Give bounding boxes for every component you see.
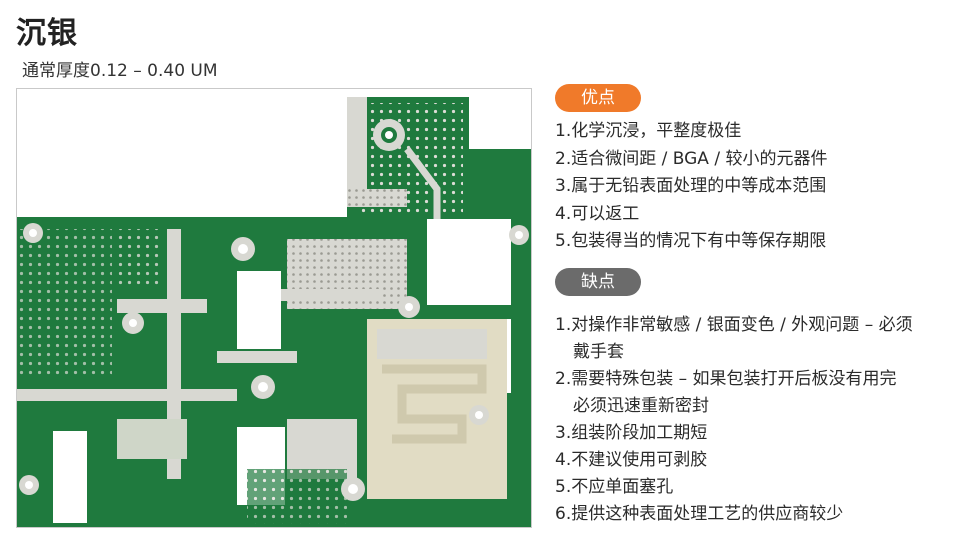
list-item: 3.组装阶段加工期短 xyxy=(555,423,708,443)
list-item: 5.包装得当的情况下有中等保存期限 xyxy=(555,231,827,251)
pros-badge: 优点 xyxy=(555,84,641,112)
pcb-photo xyxy=(16,88,532,528)
list-item: 1.对操作非常敏感 / 银面变色 / 外观问题 – 必须 戴手套 xyxy=(555,312,975,366)
list-item-line: 1.对操作非常敏感 / 银面变色 / 外观问题 – 必须 xyxy=(555,315,913,335)
cons-list: 1.对操作非常敏感 / 银面变色 / 外观问题 – 必须 戴手套 2.需要特殊包… xyxy=(555,312,975,528)
pros-list: 1.化学沉浸，平整度极佳 2.适合微间距 / BGA / 较小的元器件 3.属于… xyxy=(555,118,827,256)
list-item: 4.可以返工 xyxy=(555,203,640,224)
list-item: 5.不应单面塞孔 xyxy=(555,477,674,497)
list-item-line: 2.需要特殊包装 – 如果包装打开后板没有用完 xyxy=(555,369,897,389)
list-item: 1.化学沉浸，平整度极佳 xyxy=(555,121,742,141)
cons-badge: 缺点 xyxy=(555,268,641,296)
list-item: 6.提供这种表面处理工艺的供应商较少 xyxy=(555,504,844,524)
list-item: 2.需要特殊包装 – 如果包装打开后板没有用完 必须迅速重新密封 xyxy=(555,366,975,420)
list-item-continuation: 必须迅速重新密封 xyxy=(573,396,709,416)
pcb-illustration xyxy=(17,97,531,527)
list-item: 4.不建议使用可剥胶 xyxy=(555,450,708,470)
thickness-subtitle: 通常厚度0.12 – 0.40 UM xyxy=(22,61,218,81)
page-title: 沉银 xyxy=(16,16,78,51)
list-item: 2.适合微间距 / BGA / 较小的元器件 xyxy=(555,148,828,169)
list-item: 3.属于无铅表面处理的中等成本范围 xyxy=(555,176,827,196)
list-item-continuation: 戴手套 xyxy=(573,342,624,362)
